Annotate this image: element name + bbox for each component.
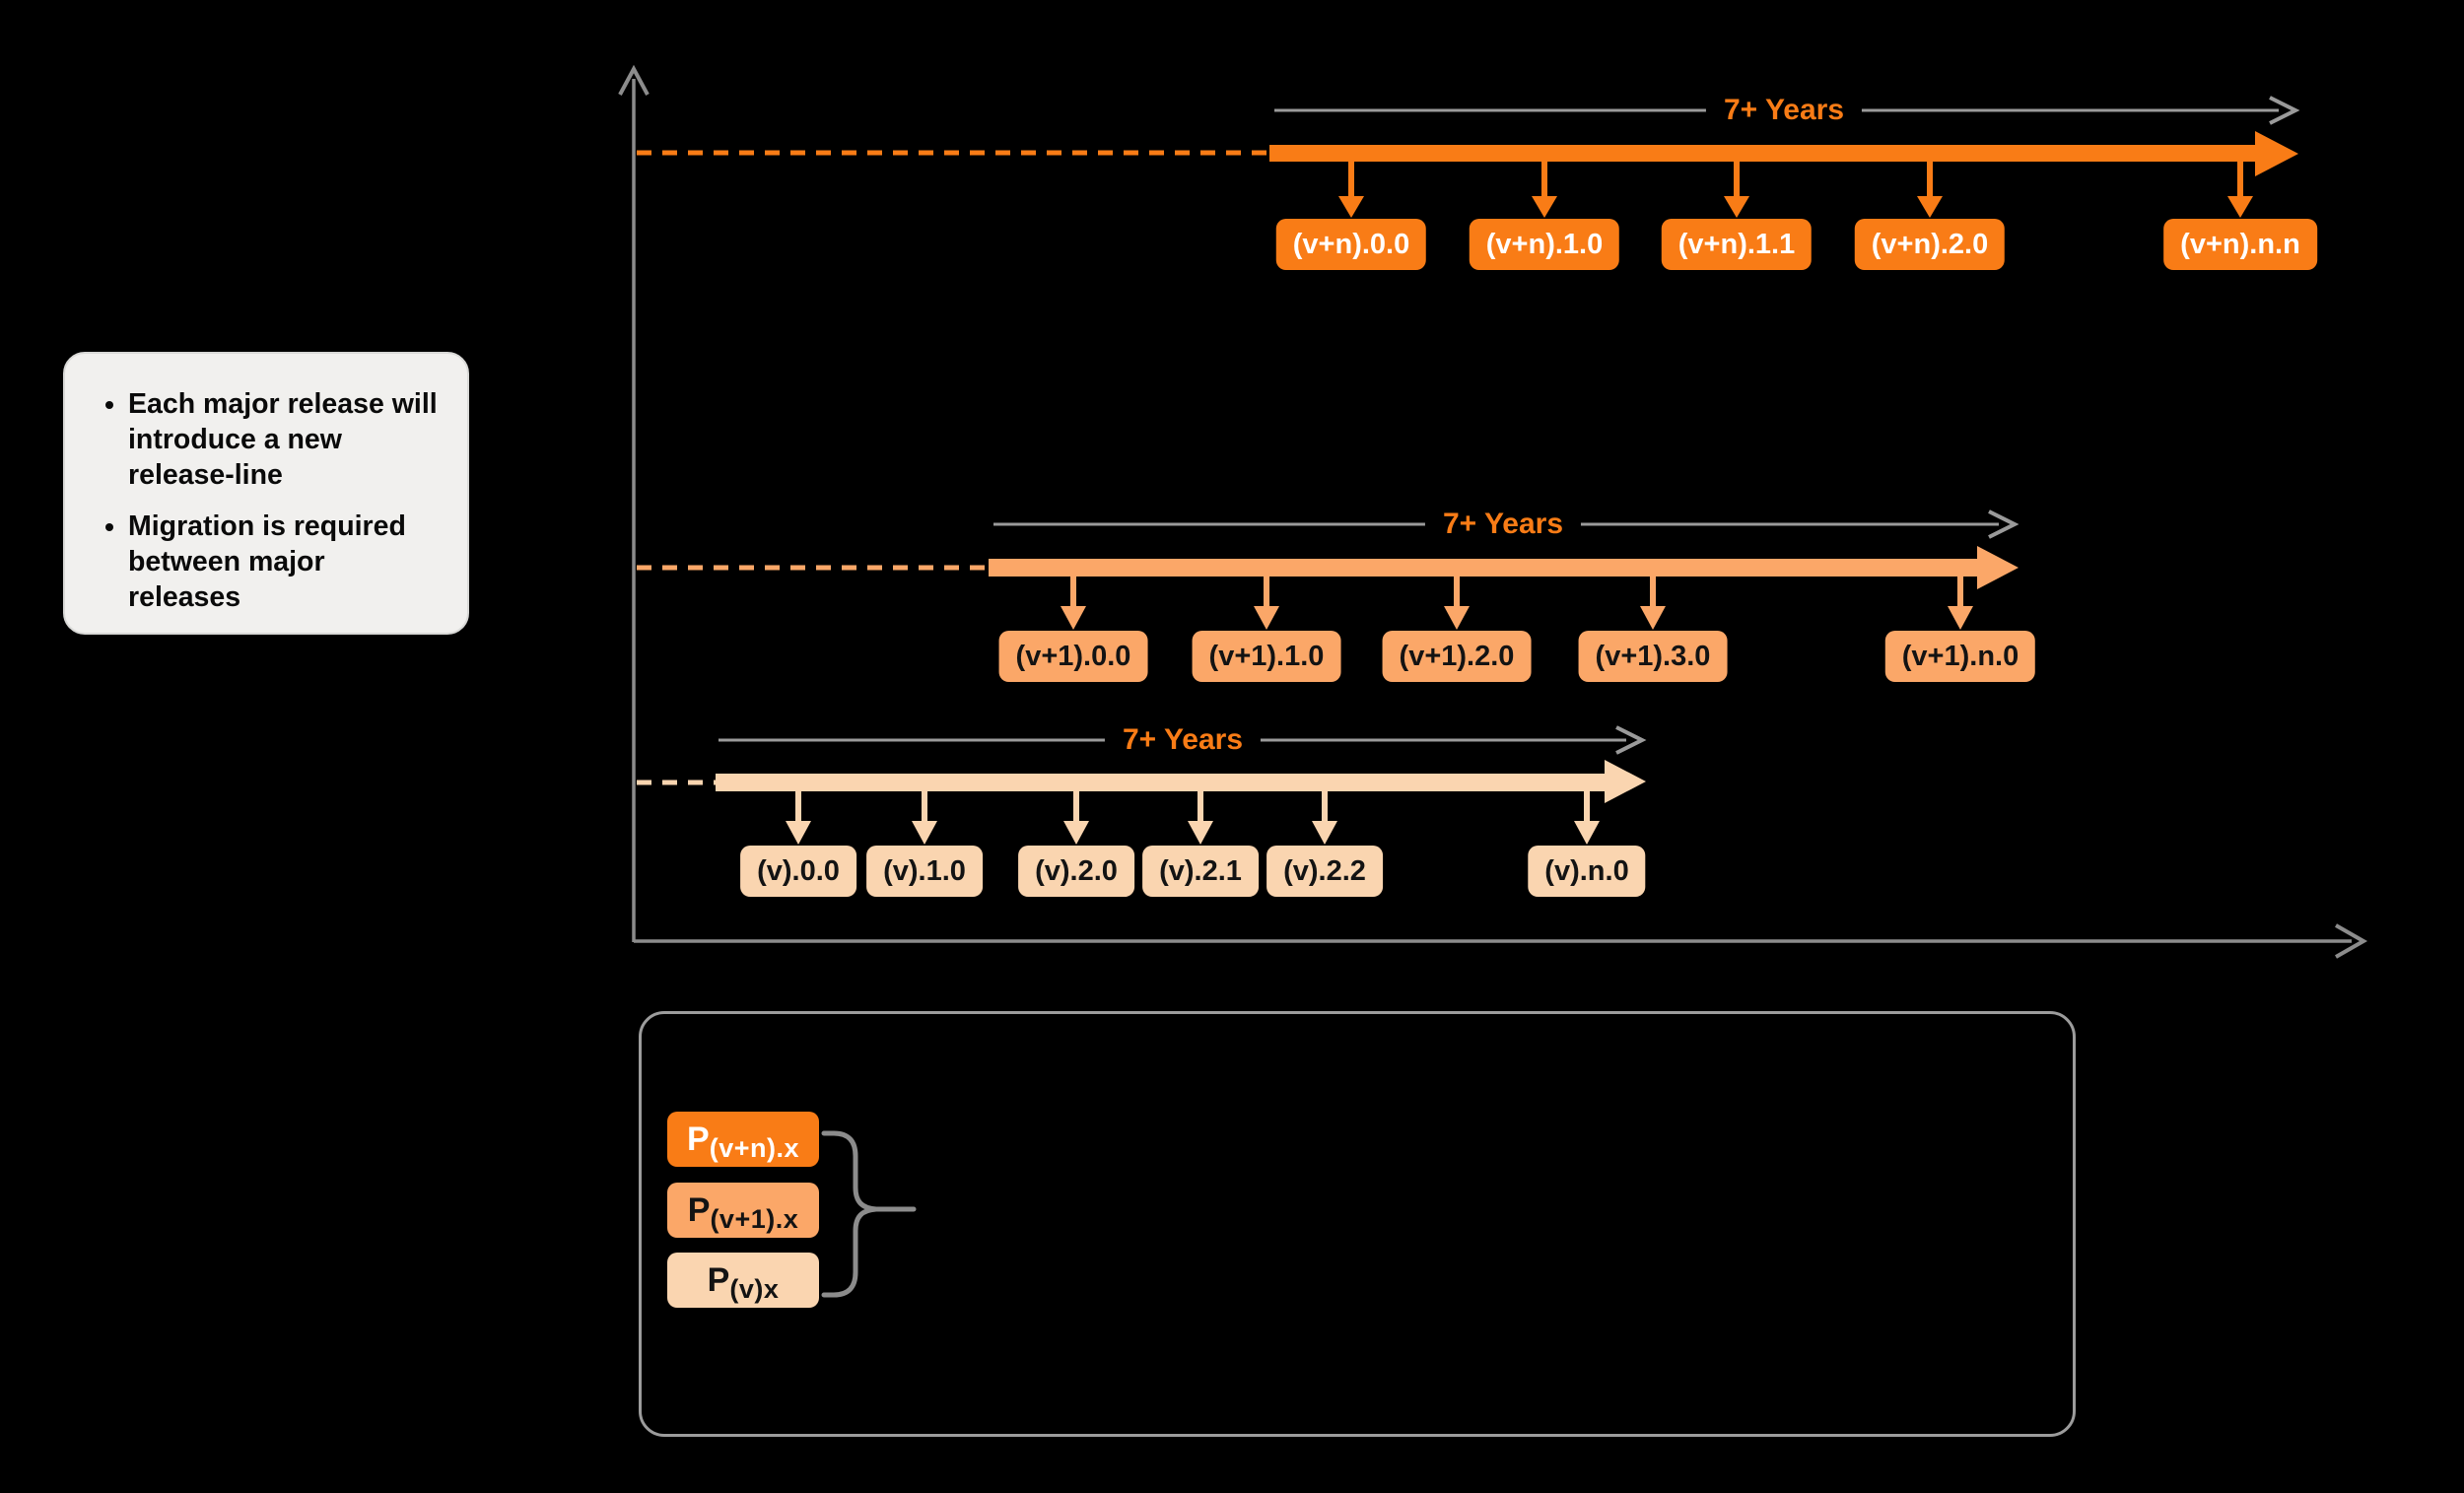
release-box: (v).2.0 (1018, 846, 1134, 897)
timeline-v-plus-1 (637, 509, 2019, 630)
legend-item-v: P(v)x (667, 1253, 819, 1308)
release-box: (v+1).n.0 (1884, 631, 2036, 682)
timeline-v-plus-n (637, 96, 2300, 218)
note-item: Migration is required between major rele… (128, 509, 442, 616)
notes-card: Each major release will introduce a new … (63, 352, 469, 635)
timeline-arrowhead-icon (1977, 546, 2019, 589)
timeline-v (637, 725, 1647, 845)
timeline-arrowhead-icon (2255, 131, 2298, 176)
y-axis (618, 64, 650, 942)
legend-item-label: P (687, 1190, 711, 1229)
x-axis (634, 923, 2368, 959)
duration-label-v-plus-n: 7+ Years (1705, 92, 1863, 129)
timeline-bar (989, 559, 1977, 577)
legend-item-label: P (687, 1120, 710, 1158)
legend-brace (821, 1130, 917, 1298)
timeline-bar (716, 774, 1605, 791)
right-arrowhead-icon (1615, 725, 1647, 755)
duration-label-v: 7+ Years (1104, 721, 1262, 759)
note-item: Each major release will introduce a new … (128, 387, 442, 494)
right-arrowhead-icon (1988, 509, 2019, 539)
legend-item-sublabel: (v+1).x (710, 1203, 799, 1234)
legend-item-v-plus-n: P(v+n).x (667, 1112, 819, 1167)
legend-item-sublabel: (v)x (729, 1273, 780, 1304)
release-box: (v+n).1.1 (1661, 219, 1813, 270)
release-marker-arrows (786, 791, 1600, 845)
legend-item-label: P (707, 1260, 730, 1299)
release-box: (v).2.2 (1266, 846, 1383, 897)
release-box: (v).n.0 (1528, 846, 1646, 897)
release-box: (v+1).3.0 (1578, 631, 1728, 682)
up-arrowhead-icon (618, 64, 650, 96)
notes-list: Each major release will introduce a new … (93, 387, 442, 615)
timeline-arrowhead-icon (1605, 760, 1646, 803)
release-box: (v+n).n.n (2163, 219, 2317, 270)
release-marker-arrows (1338, 162, 2253, 218)
release-box: (v+1).1.0 (1192, 631, 1341, 682)
release-box: (v+1).0.0 (998, 631, 1148, 682)
release-marker-arrows (1061, 577, 1973, 630)
right-arrowhead-icon (2335, 923, 2368, 959)
release-box: (v).1.0 (866, 846, 983, 897)
duration-label-v-plus-1: 7+ Years (1424, 506, 1582, 543)
release-box: (v+1).2.0 (1382, 631, 1532, 682)
legend-item-v-plus-1: P(v+1).x (667, 1183, 819, 1238)
release-box: (v).0.0 (740, 846, 856, 897)
release-box: (v).2.1 (1142, 846, 1259, 897)
timeline-bar (1269, 145, 2255, 162)
release-box: (v+n).1.0 (1469, 219, 1620, 270)
release-box: (v+n).0.0 (1275, 219, 1427, 270)
right-arrowhead-icon (2269, 96, 2300, 125)
legend-panel (639, 1011, 2076, 1437)
release-box: (v+n).2.0 (1854, 219, 2006, 270)
legend-item-sublabel: (v+n).x (709, 1132, 799, 1163)
